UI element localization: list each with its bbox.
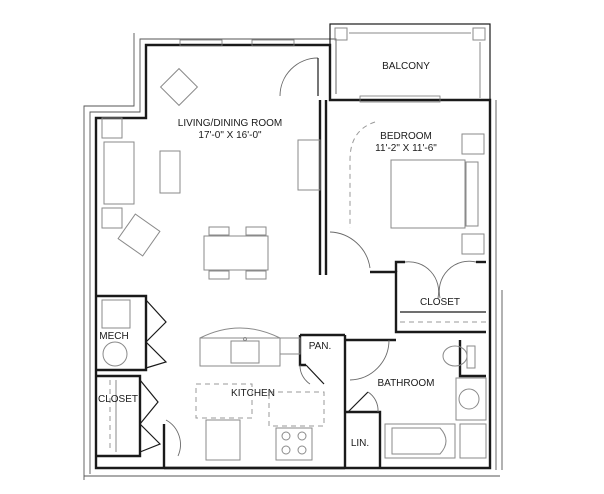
room-label-kitchen: KITCHEN: [231, 388, 275, 400]
room-name: CLOSET: [419, 297, 461, 308]
room-name: MECH: [99, 331, 129, 342]
room-name: KITCHEN: [231, 388, 275, 399]
bathroom-fixtures: [347, 339, 487, 459]
room-label-entry-closet: CLOSET: [98, 394, 138, 406]
room-label-balcony: BALCONY: [382, 61, 430, 73]
room-name: BALCONY: [382, 61, 430, 72]
room-label-living: LIVING/DINING ROOM 17'-0" X 16'-0": [178, 118, 282, 142]
room-label-pantry: PAN.: [309, 341, 332, 353]
room-dimensions: 17'-0" X 16'-0": [198, 130, 262, 141]
room-name: PAN.: [308, 341, 332, 352]
living-furniture: [101, 67, 321, 280]
kitchen-fixtures: [195, 327, 325, 461]
living-windows: [179, 39, 295, 47]
room-name: BATHROOM: [377, 378, 435, 389]
room-label-mech: MECH: [99, 331, 128, 343]
room-dimensions: 11'-2" X 11'-6": [375, 143, 437, 154]
room-label-bedroom-closet: CLOSET: [420, 297, 460, 309]
room-name: LIN.: [350, 438, 370, 449]
room-label-bedroom: BEDROOM 11'-2" X 11'-6": [375, 131, 437, 155]
bedroom-furniture: [329, 121, 486, 323]
mech-closet-details: [101, 299, 181, 457]
room-label-linen: LIN.: [351, 438, 369, 450]
room-name: CLOSET: [97, 394, 139, 405]
room-name: BEDROOM: [380, 131, 432, 142]
room-name: LIVING/DINING ROOM: [177, 118, 283, 129]
balcony: [329, 23, 491, 103]
room-label-bathroom: BATHROOM: [377, 378, 434, 390]
balcony-door: [279, 57, 319, 97]
interior-walls: [96, 100, 486, 470]
